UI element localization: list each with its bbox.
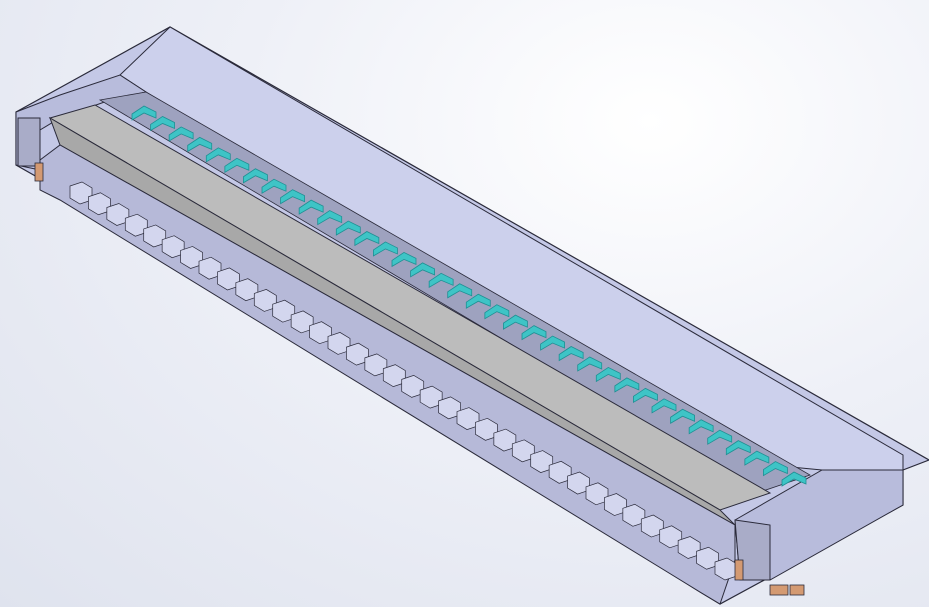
contact-pin [317,210,343,226]
contact-pin [131,105,157,121]
contact-pin [744,450,770,466]
contact-pin [633,387,658,404]
contact-pin [521,325,547,341]
pin-left [34,162,44,182]
contact-pin [725,440,751,456]
contact-pin [447,283,473,299]
contact-pin [670,408,695,424]
contact-pin [205,147,231,163]
contact-pin [763,461,788,477]
contact-pin [187,136,213,153]
contact-pin [410,262,435,278]
pin-right-2 [769,584,789,596]
contact-pin [558,346,584,362]
contact-pin [688,419,714,435]
contact-pin [391,251,417,268]
contact-pin [781,471,807,487]
contact-pin [707,429,733,445]
contact-pin [484,304,510,320]
contact-pin [577,356,603,372]
contact-pin [298,199,324,215]
contact-pin [595,366,621,383]
contact-pin [280,189,305,205]
contact-pin [261,178,287,194]
contact-pin [354,231,380,247]
contact-pin [540,335,565,351]
contact-pin [150,115,175,132]
contact-pin [614,377,640,393]
contact-pin [651,398,677,414]
front-tooth-row [69,181,738,581]
pin-right-1 [734,559,744,581]
contact-pin [428,272,454,289]
contact-pin [465,293,491,309]
left-end-front [17,117,41,167]
contact-pin [373,241,398,257]
contact-pin [224,157,250,173]
contact-pin [243,168,268,184]
contact-pin [503,314,528,330]
contact-row [131,105,807,487]
pin-right-3 [789,584,805,596]
contact-pin [168,126,194,142]
contact-pin [335,220,361,236]
